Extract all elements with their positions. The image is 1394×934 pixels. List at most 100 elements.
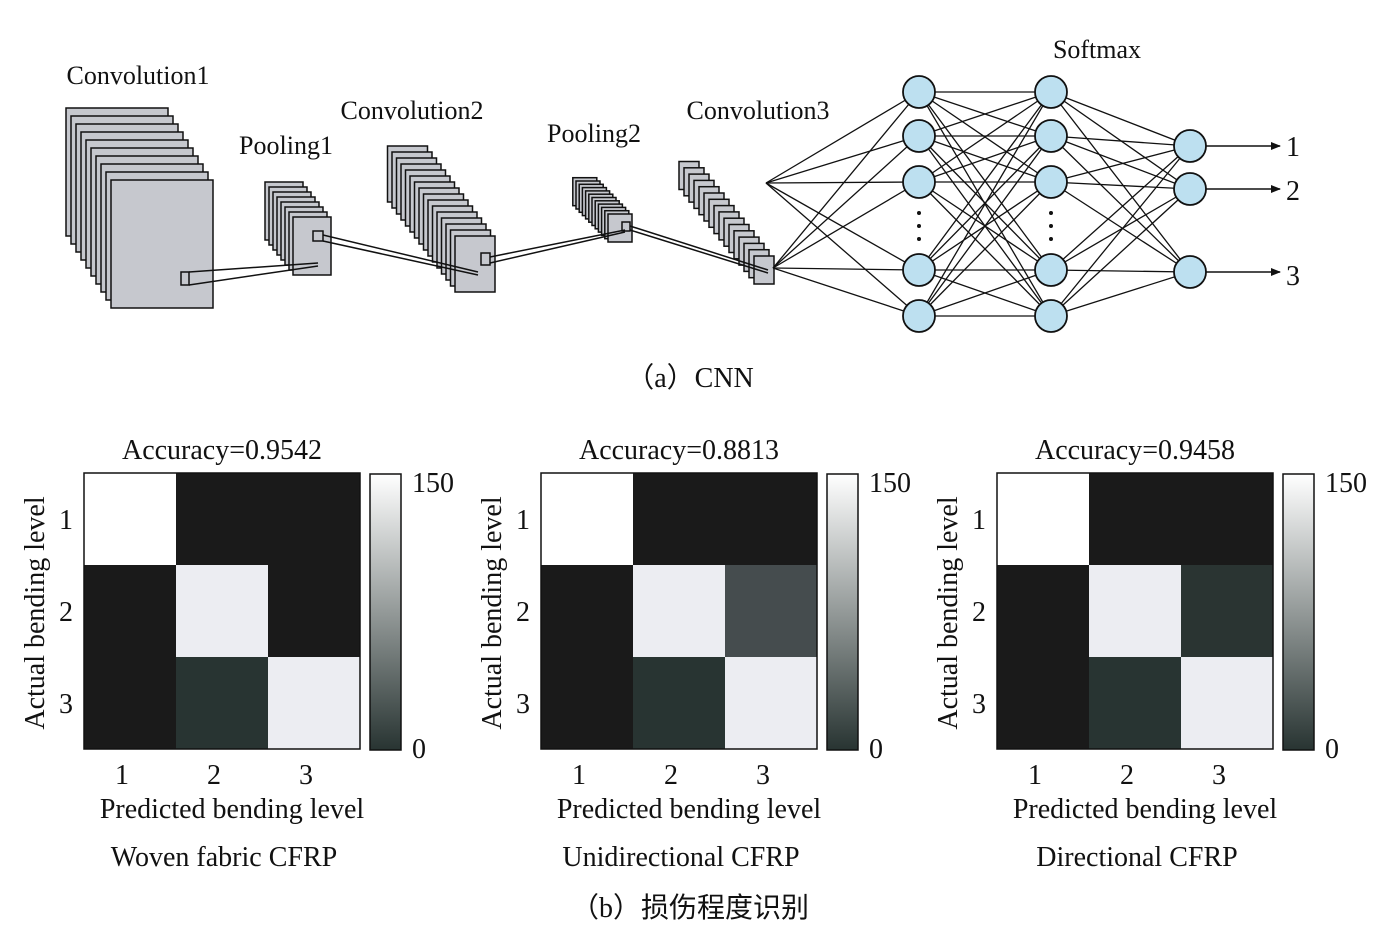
output-label-2: 2 — [1286, 176, 1300, 207]
ellipsis-dot — [1049, 224, 1053, 228]
label-convolution1: Convolution1 — [66, 61, 209, 90]
fc-edge — [1050, 271, 1191, 317]
hidden1-node — [902, 299, 936, 333]
pool2-stack-map — [607, 213, 633, 243]
fc-edge — [1050, 188, 1191, 317]
matrix-cell — [633, 473, 725, 565]
panel-title: Accuracy=0.9542 — [122, 435, 322, 466]
caption-a: （a）CNN — [626, 362, 754, 394]
fc-edge — [765, 182, 920, 317]
matrix-cell — [84, 565, 176, 657]
receptive-field-box — [180, 271, 190, 286]
matrix-cell — [1089, 657, 1181, 749]
matrix-cell — [997, 473, 1089, 565]
matrix-cell — [725, 565, 817, 657]
matrix-cell — [1181, 473, 1273, 565]
fc-edge — [1050, 145, 1191, 271]
hidden1-node — [902, 253, 936, 287]
matrix-cell — [176, 473, 268, 565]
output-node — [1173, 129, 1207, 163]
matrix-frame — [83, 472, 361, 750]
panel-title: Accuracy=0.9458 — [1035, 435, 1235, 466]
conv3-stack-map — [753, 255, 775, 285]
fc-edge — [918, 91, 1052, 137]
matrix-cell — [541, 565, 633, 657]
x-axis-label: Predicted bending level — [100, 794, 365, 825]
x-axis-label: Predicted bending level — [557, 794, 822, 825]
fc-edge — [918, 135, 1052, 183]
colorbar-max-label: 150 — [1325, 468, 1367, 499]
x-tick-label: 2 — [207, 760, 221, 791]
fully-connected-nodes — [902, 75, 1207, 333]
ellipsis-dot — [917, 211, 921, 215]
y-tick-label: 1 — [59, 505, 73, 536]
fc-edge — [1050, 91, 1191, 147]
output-label-1: 1 — [1286, 132, 1300, 163]
matrix-cell — [84, 657, 176, 749]
y-axis-label: Actual bending level — [933, 496, 964, 729]
fc-edge — [1050, 181, 1191, 273]
matrix-frame — [540, 472, 818, 750]
receptive-field-line — [489, 229, 626, 258]
fc-edge — [918, 269, 1052, 317]
label-softmax: Softmax — [1053, 35, 1141, 64]
receptive-field-line — [188, 265, 319, 286]
hidden2-node — [1034, 253, 1068, 287]
pool1-stack-map — [292, 216, 332, 276]
fc-edge — [1050, 91, 1191, 273]
colorbar-max-label: 150 — [412, 468, 454, 499]
conv1-stack — [65, 107, 214, 309]
output-node — [1173, 172, 1207, 206]
hidden2-node — [1034, 299, 1068, 333]
x-tick-label: 2 — [664, 760, 678, 791]
layer-ellipsis-dots — [917, 211, 1053, 241]
fc-edge — [1050, 188, 1191, 271]
y-tick-label: 3 — [59, 689, 73, 720]
x-tick-label: 1 — [1028, 760, 1042, 791]
x-tick-label: 2 — [1120, 760, 1134, 791]
hidden1-node — [902, 165, 936, 199]
label-convolution3: Convolution3 — [686, 96, 829, 125]
x-tick-label: 3 — [299, 760, 313, 791]
y-tick-label: 3 — [972, 689, 986, 720]
fc-edge — [1050, 145, 1191, 183]
matrix-cell — [1089, 473, 1181, 565]
panel-subtitle: Unidirectional CFRP — [562, 842, 799, 873]
label-convolution2: Convolution2 — [340, 96, 483, 125]
panel-subtitle: Woven fabric CFRP — [111, 842, 337, 873]
fc-edge — [918, 91, 1052, 183]
pool2-stack — [572, 176, 633, 243]
x-tick-label: 3 — [756, 760, 770, 791]
receptive-field-line — [188, 262, 319, 273]
y-tick-label: 1 — [516, 505, 530, 536]
matrix-cell — [176, 565, 268, 657]
fc-edge — [765, 91, 920, 184]
fc-edge — [1050, 145, 1191, 317]
matrix-cell — [1181, 565, 1273, 657]
x-tick-label: 1 — [115, 760, 129, 791]
receptive-field-box — [480, 252, 491, 266]
output-node — [1173, 255, 1207, 289]
matrix-cell — [268, 657, 360, 749]
ellipsis-dot — [917, 237, 921, 241]
receptive-field-line — [322, 240, 479, 276]
matrix-cell — [725, 473, 817, 565]
matrix-cell — [633, 657, 725, 749]
y-tick-label: 3 — [516, 689, 530, 720]
y-tick-label: 2 — [59, 597, 73, 628]
matrix-cell — [268, 565, 360, 657]
ellipsis-dot — [917, 224, 921, 228]
y-axis-label: Actual bending level — [477, 496, 508, 729]
matrix-cell — [997, 565, 1089, 657]
cnn-receptive-field-links — [180, 221, 769, 286]
panel-subtitle: Directional CFRP — [1036, 842, 1237, 873]
fc-edge — [1050, 135, 1191, 190]
fc-edge — [765, 135, 920, 184]
conv2-stack-map — [454, 235, 496, 293]
caption-b: （b）损伤程度识别 — [571, 892, 809, 924]
ellipsis-dot — [1049, 237, 1053, 241]
colorbar — [1282, 473, 1315, 751]
fc-edge — [918, 91, 1052, 317]
